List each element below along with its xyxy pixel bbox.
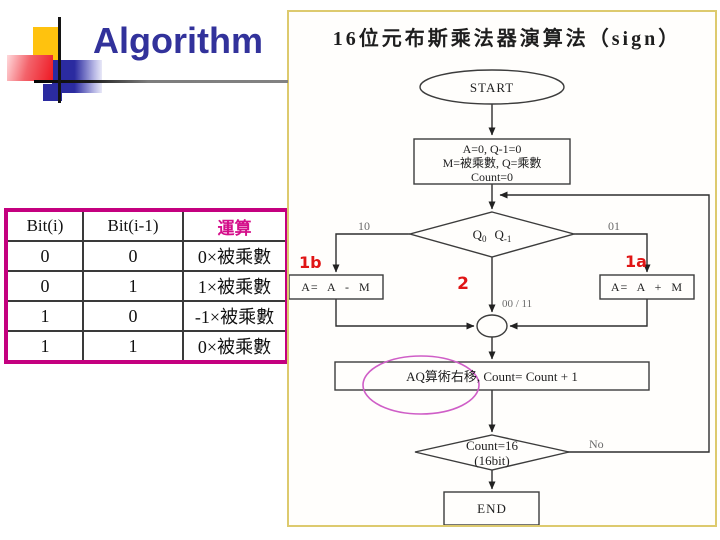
table-cell: 1 — [5, 300, 84, 332]
edge-label-01: 01 — [608, 219, 620, 233]
edge-branch-01 — [574, 233, 651, 273]
table-cell: 0 — [5, 240, 84, 272]
annotation-2: 2 — [457, 274, 469, 294]
edge-label-no: No — [589, 437, 604, 451]
flowchart-panel: 16位元布斯乘法器演算法（sign） START A=0, Q-1=0 M=被乘… — [287, 10, 717, 527]
table-cell: 1×被乘數 — [182, 270, 288, 302]
table-cell: 1 — [82, 270, 184, 302]
flowchart-title: 16位元布斯乘法器演算法（sign） — [333, 26, 681, 50]
table-row: 1 1 0×被乘數 — [5, 330, 288, 363]
start-node — [419, 69, 565, 105]
decor-vertical-line — [58, 17, 61, 103]
init-line2: M=被乘數, Q=乘數 — [443, 156, 542, 170]
table-header-operation: 運算 — [182, 209, 288, 242]
decor-red-square — [7, 55, 53, 81]
init-line3: Count=0 — [471, 170, 513, 184]
decor-horizontal-rule — [34, 80, 288, 83]
add-box — [599, 274, 695, 300]
annotation-1a: 1a — [625, 252, 647, 271]
table-cell: 1 — [5, 330, 84, 363]
shift-box — [334, 361, 650, 391]
decision1-diamond — [407, 211, 577, 258]
table-cell: 0 — [5, 270, 84, 302]
edge-label-0011: 00 / 11 — [502, 298, 532, 310]
subtract-box — [289, 274, 384, 300]
init-box — [413, 138, 571, 185]
init-line1: A=0, Q-1=0 — [463, 142, 522, 156]
decision2-diamond — [414, 434, 570, 471]
decor-yellow-square — [33, 27, 61, 60]
table-cell: -1×被乘數 — [182, 300, 288, 332]
table-row: 0 1 1×被乘數 — [5, 270, 288, 302]
end-label: END — [477, 501, 507, 516]
edge-label-10: 10 — [358, 219, 370, 233]
decision2-line1: Count=16 — [466, 438, 519, 453]
annotation-1b: 1b — [299, 253, 322, 272]
decision2-line2: (16bit) — [474, 453, 509, 468]
table-row: 1 0 -1×被乘數 — [5, 300, 288, 332]
table-header-row: Bit(i) Bit(i-1) 運算 — [5, 209, 288, 242]
table-cell: 0 — [82, 240, 184, 272]
start-label: START — [470, 80, 514, 95]
table-cell: 0×被乘數 — [182, 240, 288, 272]
page-title: Algorithm — [93, 20, 263, 61]
table-row: 0 0 0×被乘數 — [5, 240, 288, 272]
table-header-bit-i: Bit(i) — [5, 209, 84, 242]
highlight-ellipse-annotation — [362, 355, 480, 415]
table-header-bit-i-1: Bit(i-1) — [82, 209, 184, 242]
table-cell: 1 — [82, 330, 184, 363]
table-cell: 0 — [82, 300, 184, 332]
booth-flowchart: 16位元布斯乘法器演算法（sign） START A=0, Q-1=0 M=被乘… — [289, 26, 710, 525]
table-cell: 0×被乘數 — [182, 330, 288, 363]
shift-label: AQ算術右移, Count= Count + 1 — [406, 369, 578, 384]
booth-recoding-table: Bit(i) Bit(i-1) 運算 0 0 0×被乘數 0 1 1×被乘數 1… — [4, 208, 289, 364]
subtract-label: A= A - M — [301, 280, 370, 294]
edge-no-feedback-loop — [499, 191, 710, 453]
edge-branch-10 — [332, 233, 410, 273]
edge-sub-to-junction — [335, 299, 475, 330]
add-label: A= A + M — [611, 280, 683, 294]
decor-small-blue-square — [43, 84, 62, 101]
edge-add-to-junction — [509, 299, 648, 330]
end-box — [443, 491, 540, 525]
merge-junction-circle — [476, 314, 508, 338]
